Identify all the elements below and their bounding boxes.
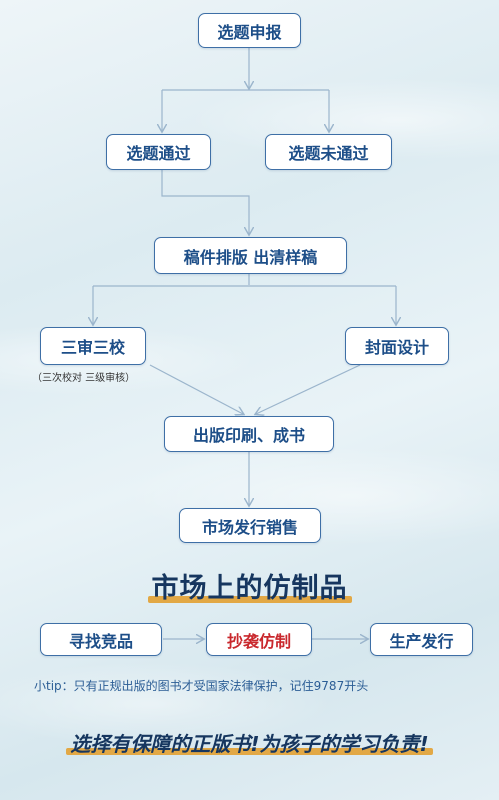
step-find-competitor: 寻找竞品 bbox=[40, 623, 162, 656]
fake-products-heading: 市场上的仿制品 bbox=[0, 566, 499, 605]
step-produce-distribute: 生产发行 bbox=[370, 623, 473, 656]
connector-review-to-print bbox=[149, 364, 243, 414]
step-print: 出版印刷、成书 bbox=[164, 416, 334, 452]
step-market: 市场发行销售 bbox=[179, 508, 321, 543]
connector-cover-to-print bbox=[256, 364, 361, 414]
step-cover-design: 封面设计 bbox=[345, 327, 449, 365]
tip-text: 小tip：只有正规出版的图书才受国家法律保护，记住9787开头 bbox=[34, 679, 369, 693]
connector-pass-to-typeset bbox=[161, 169, 249, 234]
step-review: 三审三校 bbox=[40, 327, 146, 365]
step-topic-pass: 选题通过 bbox=[106, 134, 211, 170]
step-typeset: 稿件排版 出清样稿 bbox=[154, 237, 347, 274]
review-note: （三次校对 三级审核） bbox=[32, 373, 136, 384]
step-topic-fail: 选题未通过 bbox=[265, 134, 392, 170]
step-copy-imitate: 抄袭仿制 bbox=[206, 623, 312, 656]
step-topic-submit: 选题申报 bbox=[198, 13, 301, 48]
slogan: 选择有保障的正版书!为孩子的学习负责! bbox=[0, 728, 499, 757]
